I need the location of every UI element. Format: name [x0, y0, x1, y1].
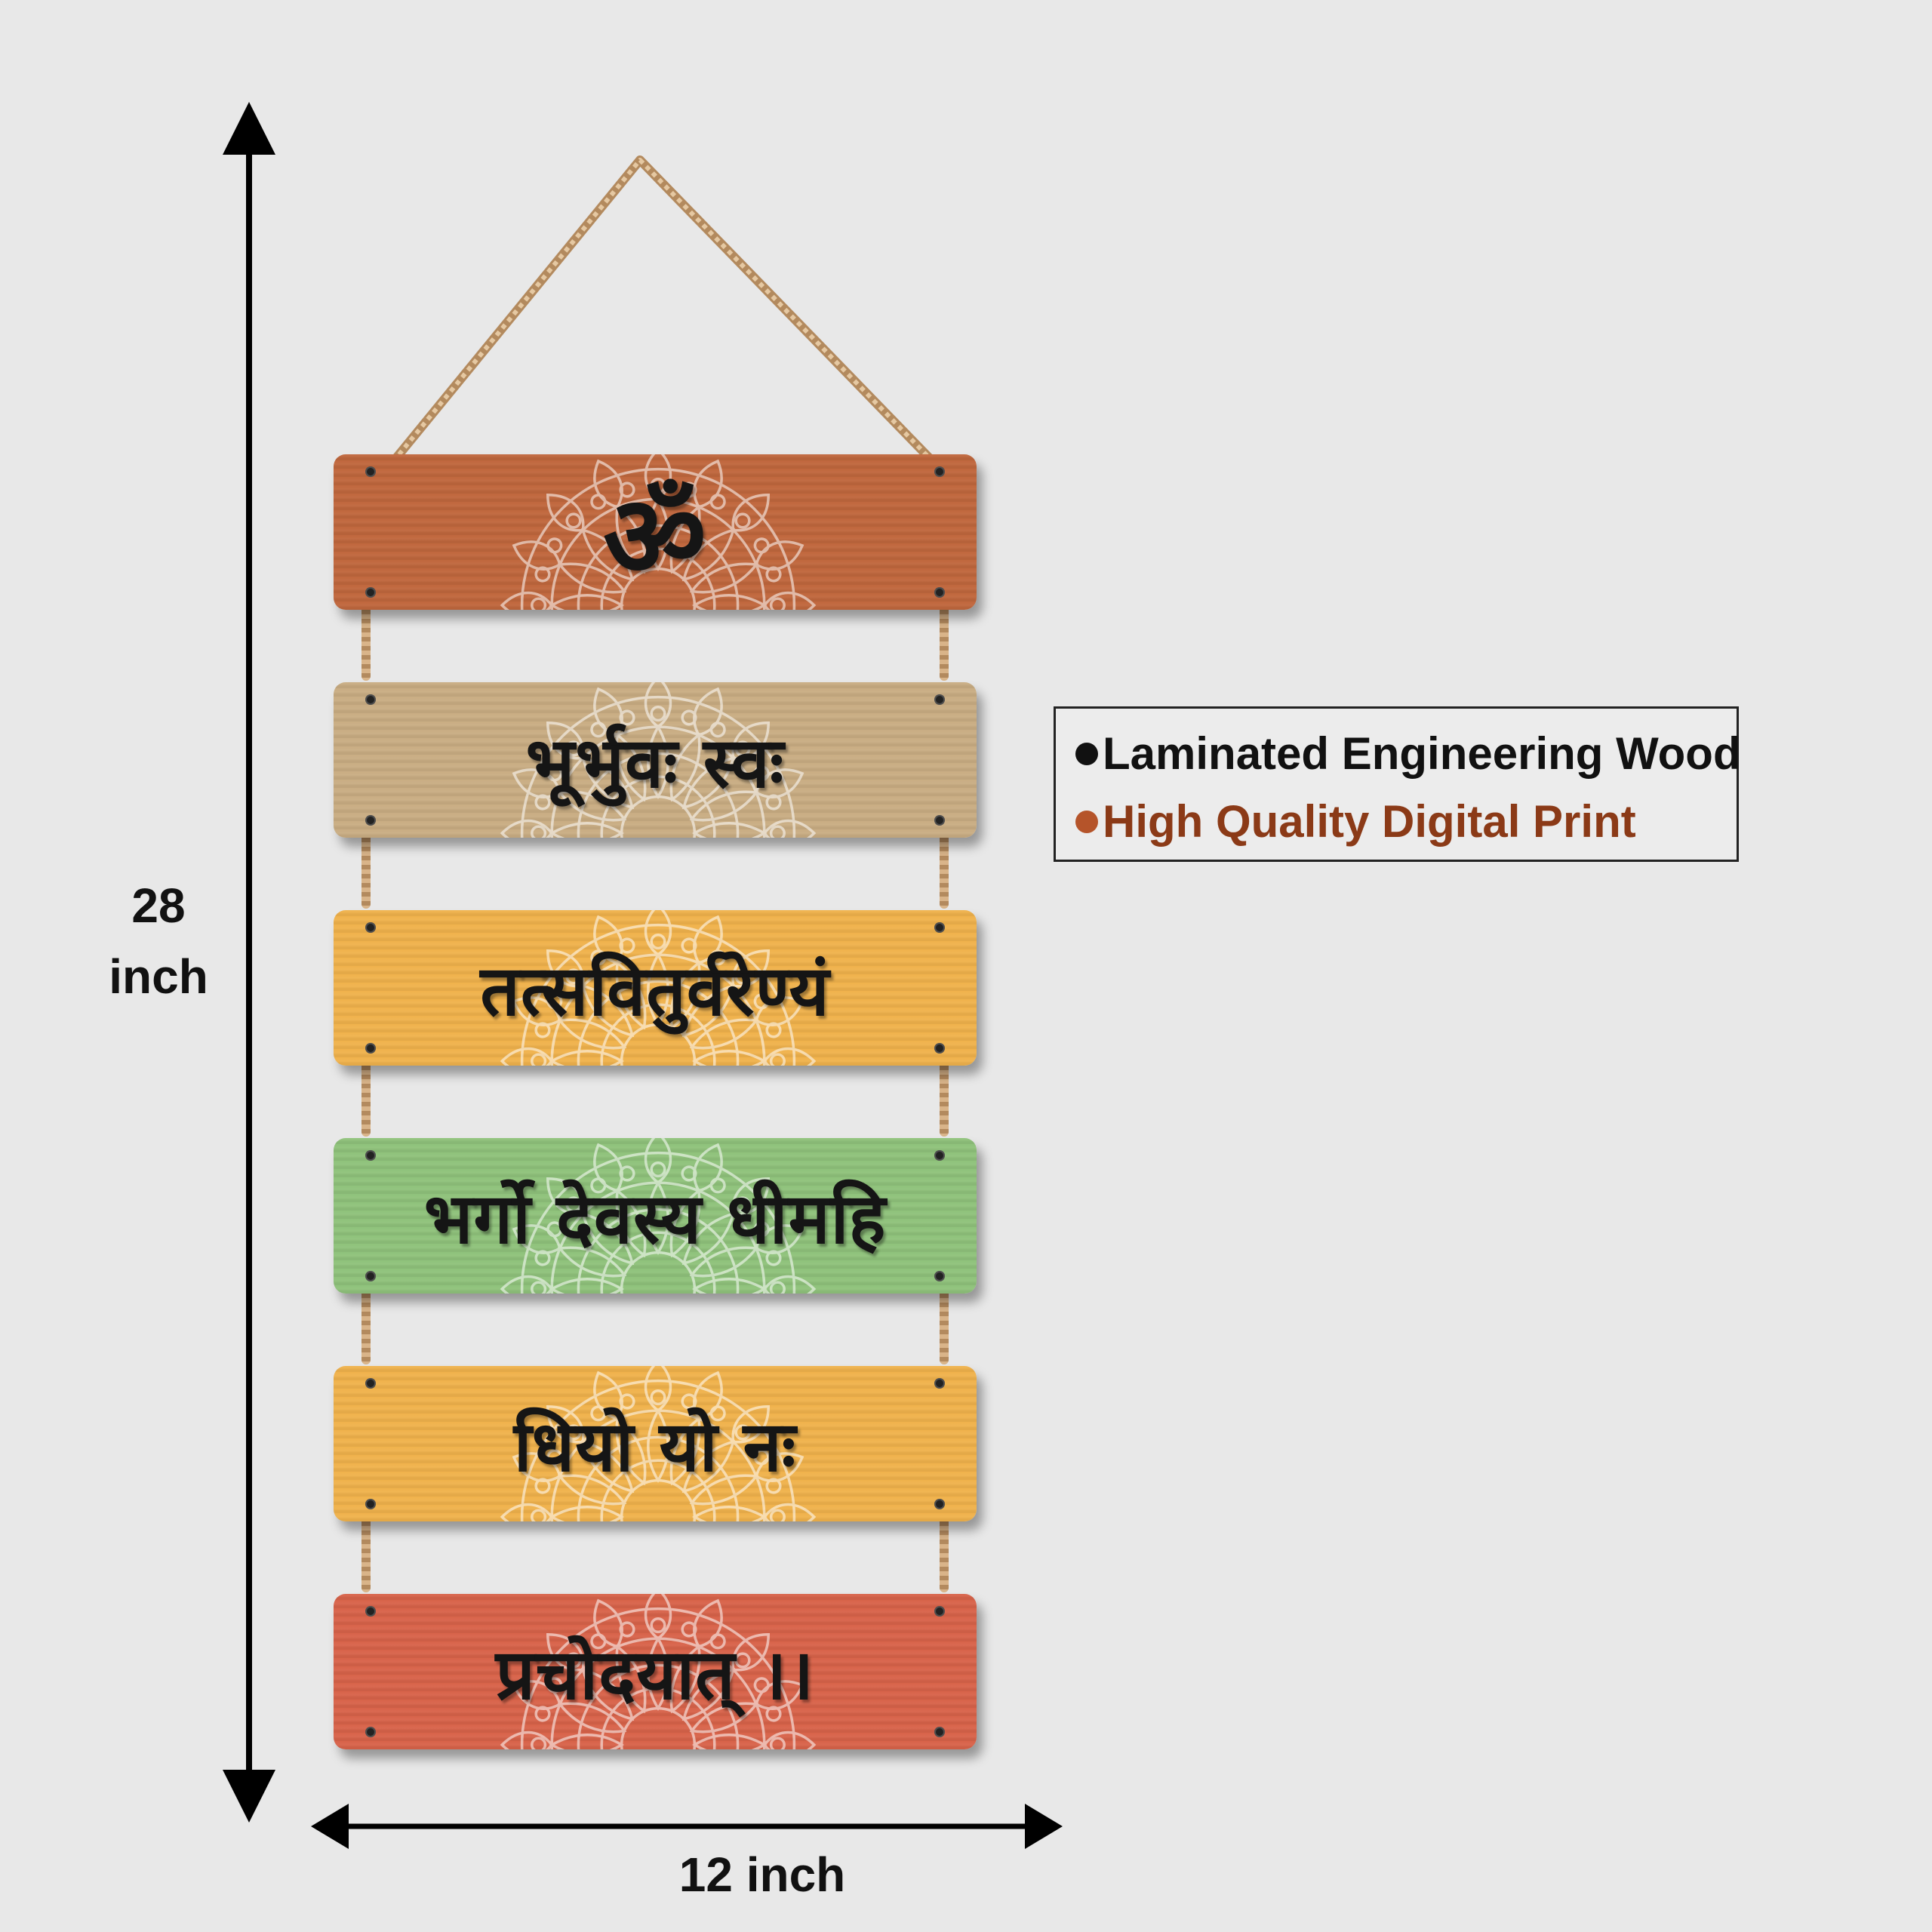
- hole-icon: [365, 587, 376, 598]
- hole-icon: [934, 1727, 945, 1737]
- cord: [940, 596, 949, 681]
- hole-icon: [365, 922, 376, 933]
- cord: [361, 824, 371, 909]
- mandala-pattern: [492, 454, 824, 610]
- hole-icon: [934, 1499, 945, 1509]
- hole-icon: [365, 1606, 376, 1617]
- feature-item: Laminated Engineering Wood: [1075, 731, 1741, 777]
- hole-icon: [365, 815, 376, 826]
- mandala-pattern: [492, 910, 824, 1066]
- hole-icon: [365, 1271, 376, 1281]
- plank-text: ॐ: [603, 472, 707, 603]
- cord: [940, 1280, 949, 1364]
- hole-icon: [365, 1043, 376, 1054]
- hole-icon: [934, 1271, 945, 1281]
- hole-icon: [934, 1378, 945, 1389]
- hole-icon: [365, 1378, 376, 1389]
- plank: धियो यो नः: [334, 1366, 977, 1521]
- cord: [361, 596, 371, 681]
- cord: [361, 1052, 371, 1137]
- cord: [361, 1280, 371, 1364]
- plank-text: तत्सवितुर्वरेण्यं: [480, 950, 830, 1032]
- hole-icon: [934, 1043, 945, 1054]
- height-value: 28: [131, 878, 186, 933]
- hole-icon: [934, 1606, 945, 1617]
- hole-icon: [365, 1499, 376, 1509]
- hole-icon: [934, 1150, 945, 1161]
- hole-icon: [934, 922, 945, 933]
- feature-box: Laminated Engineering Wood High Quality …: [1054, 706, 1741, 862]
- hole-icon: [934, 466, 945, 477]
- cord: [940, 1052, 949, 1137]
- bullet-icon: [1075, 811, 1098, 834]
- height-unit: inch: [109, 949, 208, 1004]
- mandala-pattern: [492, 1594, 824, 1749]
- hanging-rope: [378, 155, 950, 479]
- feature-text: Laminated Engineering Wood: [1103, 728, 1741, 779]
- plank: तत्सवितुर्वरेण्यं: [334, 910, 977, 1066]
- mandala-pattern: [492, 1138, 824, 1294]
- plank-text: प्रचोदयात् ।।: [495, 1634, 815, 1715]
- hole-icon: [934, 694, 945, 705]
- mandala-pattern: [492, 1366, 824, 1521]
- cord: [361, 1508, 371, 1592]
- mandala-pattern: [492, 682, 824, 838]
- plank: भूर्भुवः स्वः: [334, 682, 977, 838]
- height-arrow: [223, 102, 275, 1823]
- cord: [940, 1508, 949, 1592]
- hole-icon: [365, 466, 376, 477]
- hole-icon: [365, 1727, 376, 1737]
- cord: [940, 824, 949, 909]
- width-arrow: [311, 1804, 1063, 1849]
- feature-item: High Quality Digital Print: [1075, 799, 1636, 844]
- hole-icon: [934, 587, 945, 598]
- width-label: 12 inch: [678, 1847, 846, 1902]
- plank-text: धियो यो नः: [513, 1406, 797, 1487]
- bullet-icon: [1075, 743, 1098, 766]
- plank: प्रचोदयात् ।।: [334, 1594, 977, 1749]
- plank: ॐ: [334, 454, 977, 610]
- hole-icon: [365, 694, 376, 705]
- hole-icon: [934, 815, 945, 826]
- feature-text: High Quality Digital Print: [1103, 796, 1636, 847]
- hole-icon: [365, 1150, 376, 1161]
- plank-text: भूर्भुवः स्वः: [525, 722, 785, 804]
- plank: भर्गो देवस्य धीमहि: [334, 1138, 977, 1294]
- height-label: 28 inch: [91, 881, 226, 1023]
- plank-text: भर्गो देवस्य धीमहि: [423, 1178, 887, 1260]
